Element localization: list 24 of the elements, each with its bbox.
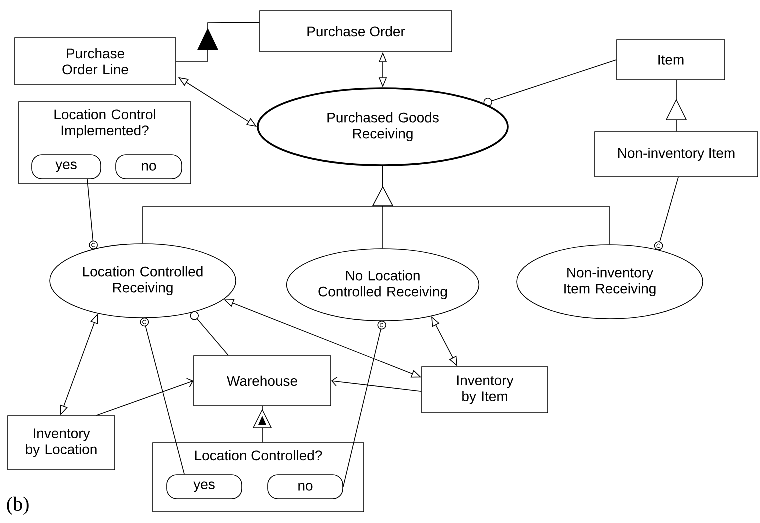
entity-box: Non-inventory Item xyxy=(594,132,758,178)
connector xyxy=(343,320,386,488)
option-pill: yes xyxy=(32,154,102,180)
connector xyxy=(190,311,229,356)
connector xyxy=(140,318,185,475)
entity-box: Purchase Order Line xyxy=(14,38,176,86)
connector xyxy=(331,376,422,392)
connector xyxy=(96,378,194,416)
connector xyxy=(484,60,617,107)
connector xyxy=(676,80,677,132)
entity-box: Inventory by Location xyxy=(8,416,116,470)
caption: (b) xyxy=(7,496,29,516)
entity-box: Item xyxy=(616,40,726,80)
connector xyxy=(382,166,610,245)
option-pill: no xyxy=(116,154,182,180)
option-pill: no xyxy=(268,474,344,500)
entity-box: Purchase Order xyxy=(260,10,452,52)
connector xyxy=(262,406,263,443)
connector xyxy=(654,177,679,250)
option-pill: yes xyxy=(166,474,242,500)
connector xyxy=(87,179,98,250)
entity-box: Warehouse xyxy=(194,356,332,406)
connector xyxy=(176,22,260,62)
entity-box: Inventory by Item xyxy=(422,366,548,414)
